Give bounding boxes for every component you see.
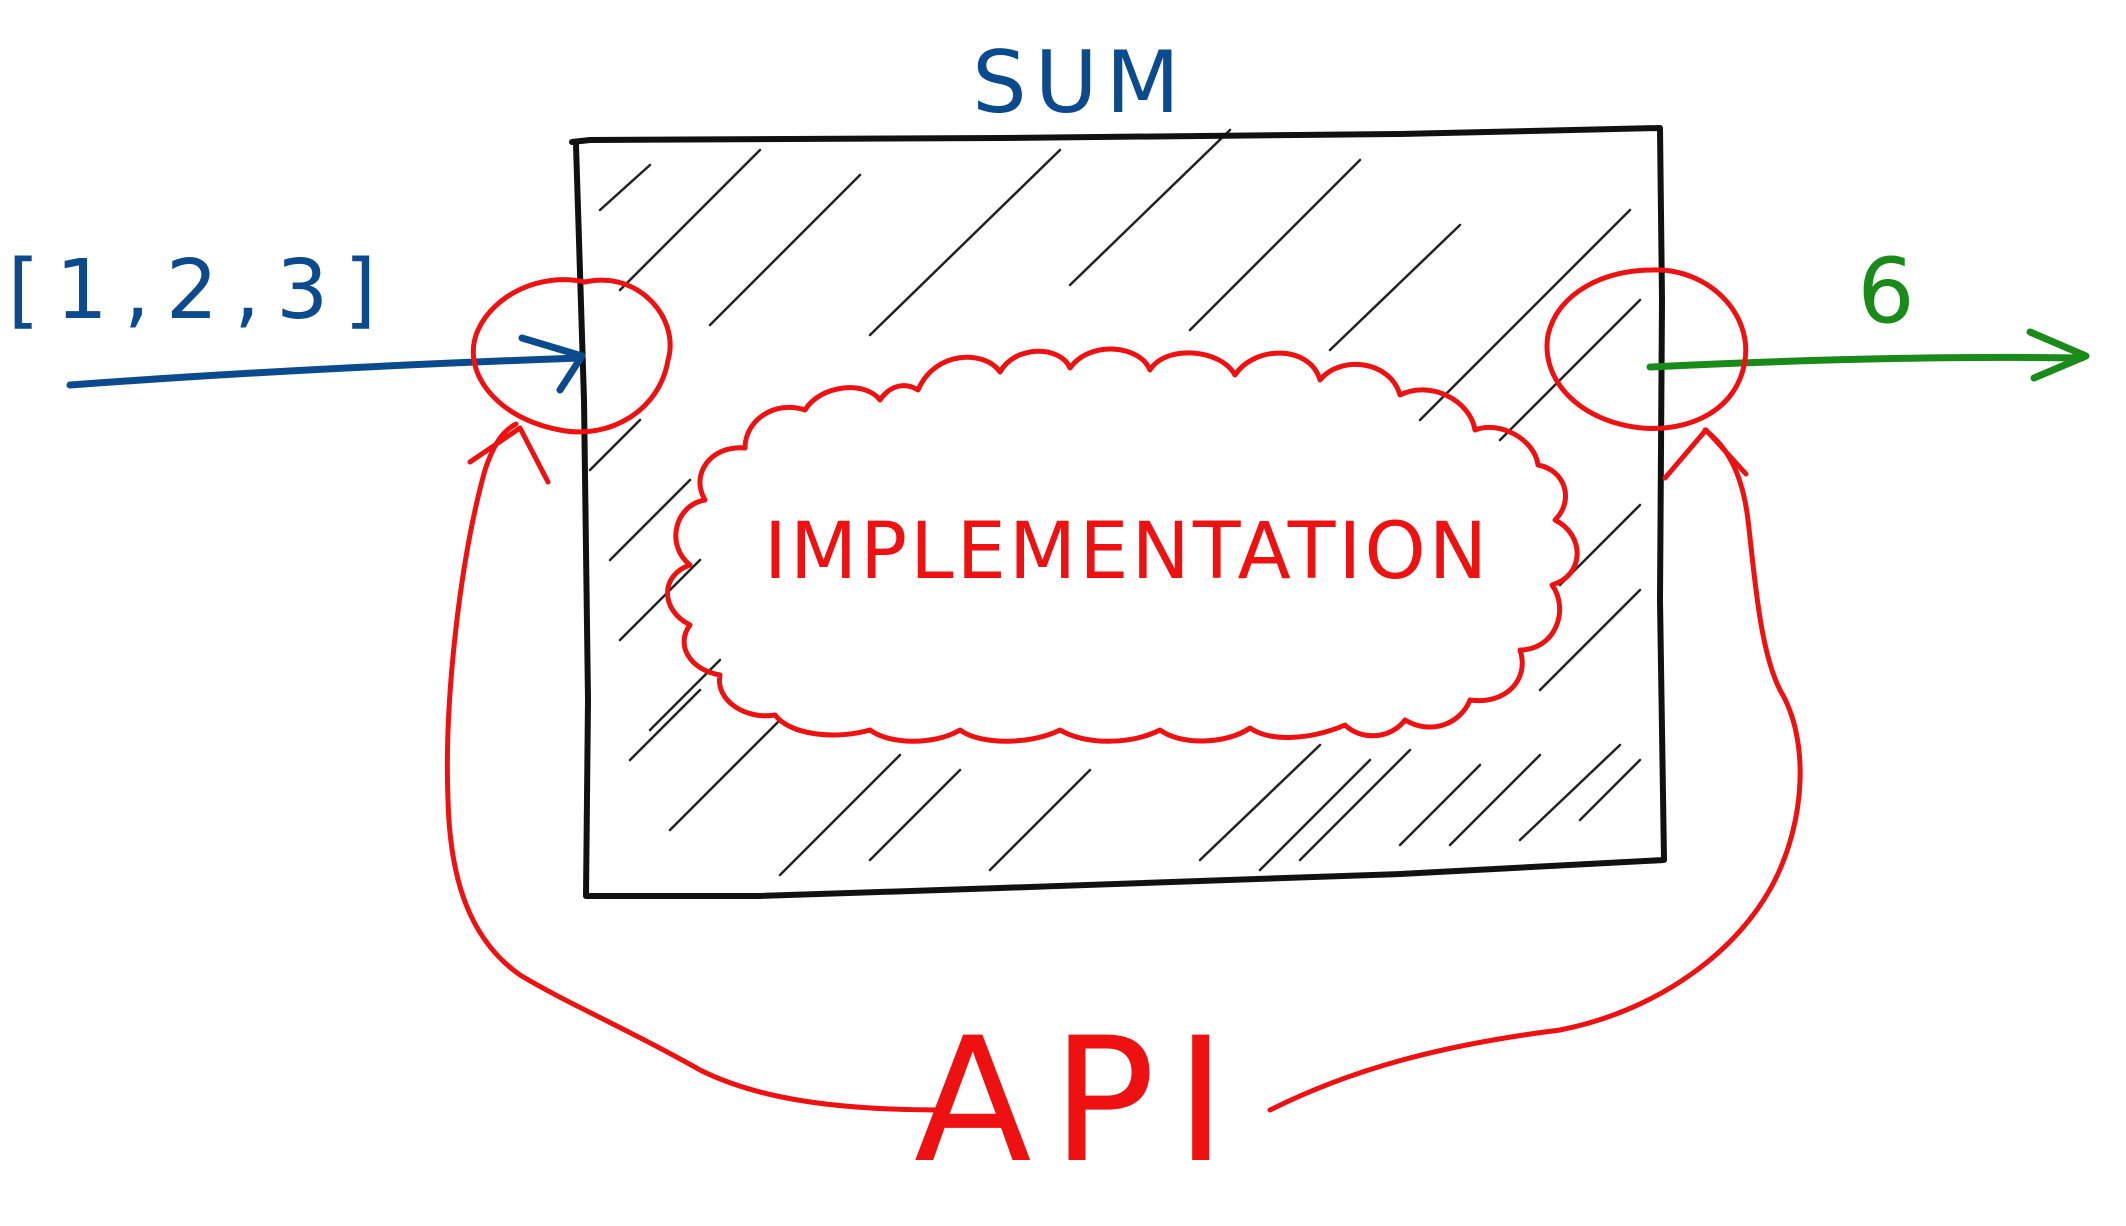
output-arrowhead-icon (2026, 328, 2090, 382)
input-arrow-line (66, 354, 584, 389)
output-arrow-line (1646, 353, 2086, 371)
box-title: SUM (972, 33, 1188, 133)
output-label: 6 (1857, 239, 1914, 344)
right-api-arrowhead-icon (1662, 427, 1749, 481)
right-api-connector (1267, 427, 1803, 1113)
input-label: [1,2,3] (8, 243, 393, 338)
sum-box (569, 125, 1667, 899)
implementation-cloud (665, 346, 1580, 744)
left-api-connector (444, 421, 946, 1113)
api-label: API (914, 1000, 1246, 1201)
input-api-circle (470, 277, 673, 435)
left-api-arrowhead-icon (467, 425, 551, 485)
cloud-label: IMPLEMENTATION (764, 507, 1490, 597)
box-hatching (588, 128, 1642, 877)
output-api-circle (1544, 267, 1749, 431)
input-arrowhead-icon (518, 334, 586, 394)
